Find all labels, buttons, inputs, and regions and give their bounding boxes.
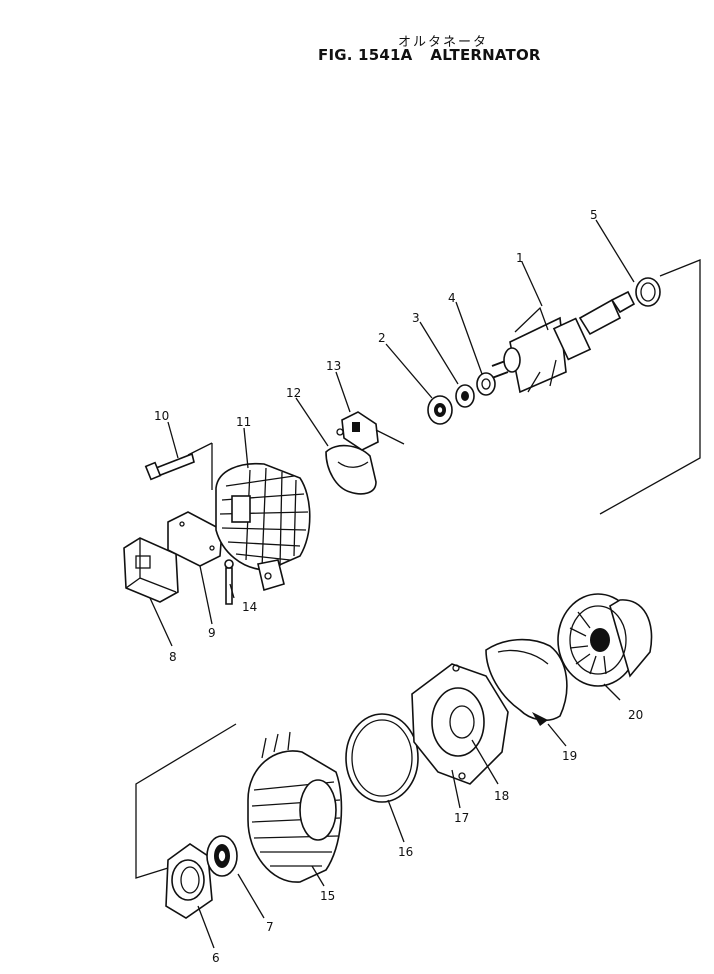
part-washer — [476, 372, 496, 396]
part-rear-bearing — [206, 835, 238, 877]
callout-18: 18 — [494, 789, 509, 803]
part-brush-holder — [336, 411, 405, 451]
callout-17: 17 — [454, 811, 469, 825]
part-terminal — [224, 559, 234, 605]
callout-19: 19 — [562, 749, 577, 763]
part-seal-ring — [345, 713, 419, 803]
callout-7: 7 — [266, 920, 274, 934]
callout-1: 1 — [516, 251, 524, 265]
part-collar — [455, 384, 475, 408]
callout-20: 20 — [628, 708, 643, 722]
part-front-housing — [411, 663, 509, 785]
part-fan — [557, 593, 653, 687]
callout-2: 2 — [378, 331, 386, 345]
figure-title: FIG. 1541A ALTERNATOR — [318, 46, 541, 64]
callout-13: 13 — [326, 359, 341, 373]
callout-3: 3 — [412, 311, 420, 325]
callout-11: 11 — [236, 415, 251, 429]
callout-15: 15 — [320, 889, 335, 903]
figure-name: ALTERNATOR — [430, 46, 541, 64]
part-fan-shroud — [485, 638, 568, 726]
figure-title-kana: オルタネータ — [398, 35, 489, 50]
leader-lines — [149, 219, 635, 949]
part-rear-housing — [215, 462, 311, 592]
callout-16: 16 — [398, 845, 413, 859]
part-stator — [247, 731, 343, 883]
part-regulator — [123, 537, 179, 603]
part-insulator-plate — [167, 511, 223, 567]
callouts: 1 2 3 4 5 6 7 8 9 10 11 12 13 14 15 16 1… — [154, 208, 643, 965]
assembly-axis-lines — [135, 259, 701, 879]
callout-5: 5 — [590, 208, 598, 222]
callout-9: 9 — [208, 626, 216, 640]
figure-number: FIG. 1541A — [318, 46, 413, 64]
callout-8: 8 — [169, 650, 177, 664]
part-cover — [325, 444, 377, 495]
part-bearing — [427, 395, 453, 425]
callout-6: 6 — [212, 951, 220, 965]
callout-12: 12 — [286, 386, 301, 400]
part-end-plate — [165, 843, 213, 919]
part-rotor — [491, 290, 636, 394]
callout-4: 4 — [448, 291, 456, 305]
part-bolt — [144, 452, 195, 481]
callout-10: 10 — [154, 409, 169, 423]
callout-14: 14 — [242, 600, 257, 614]
part-ring — [635, 277, 661, 307]
